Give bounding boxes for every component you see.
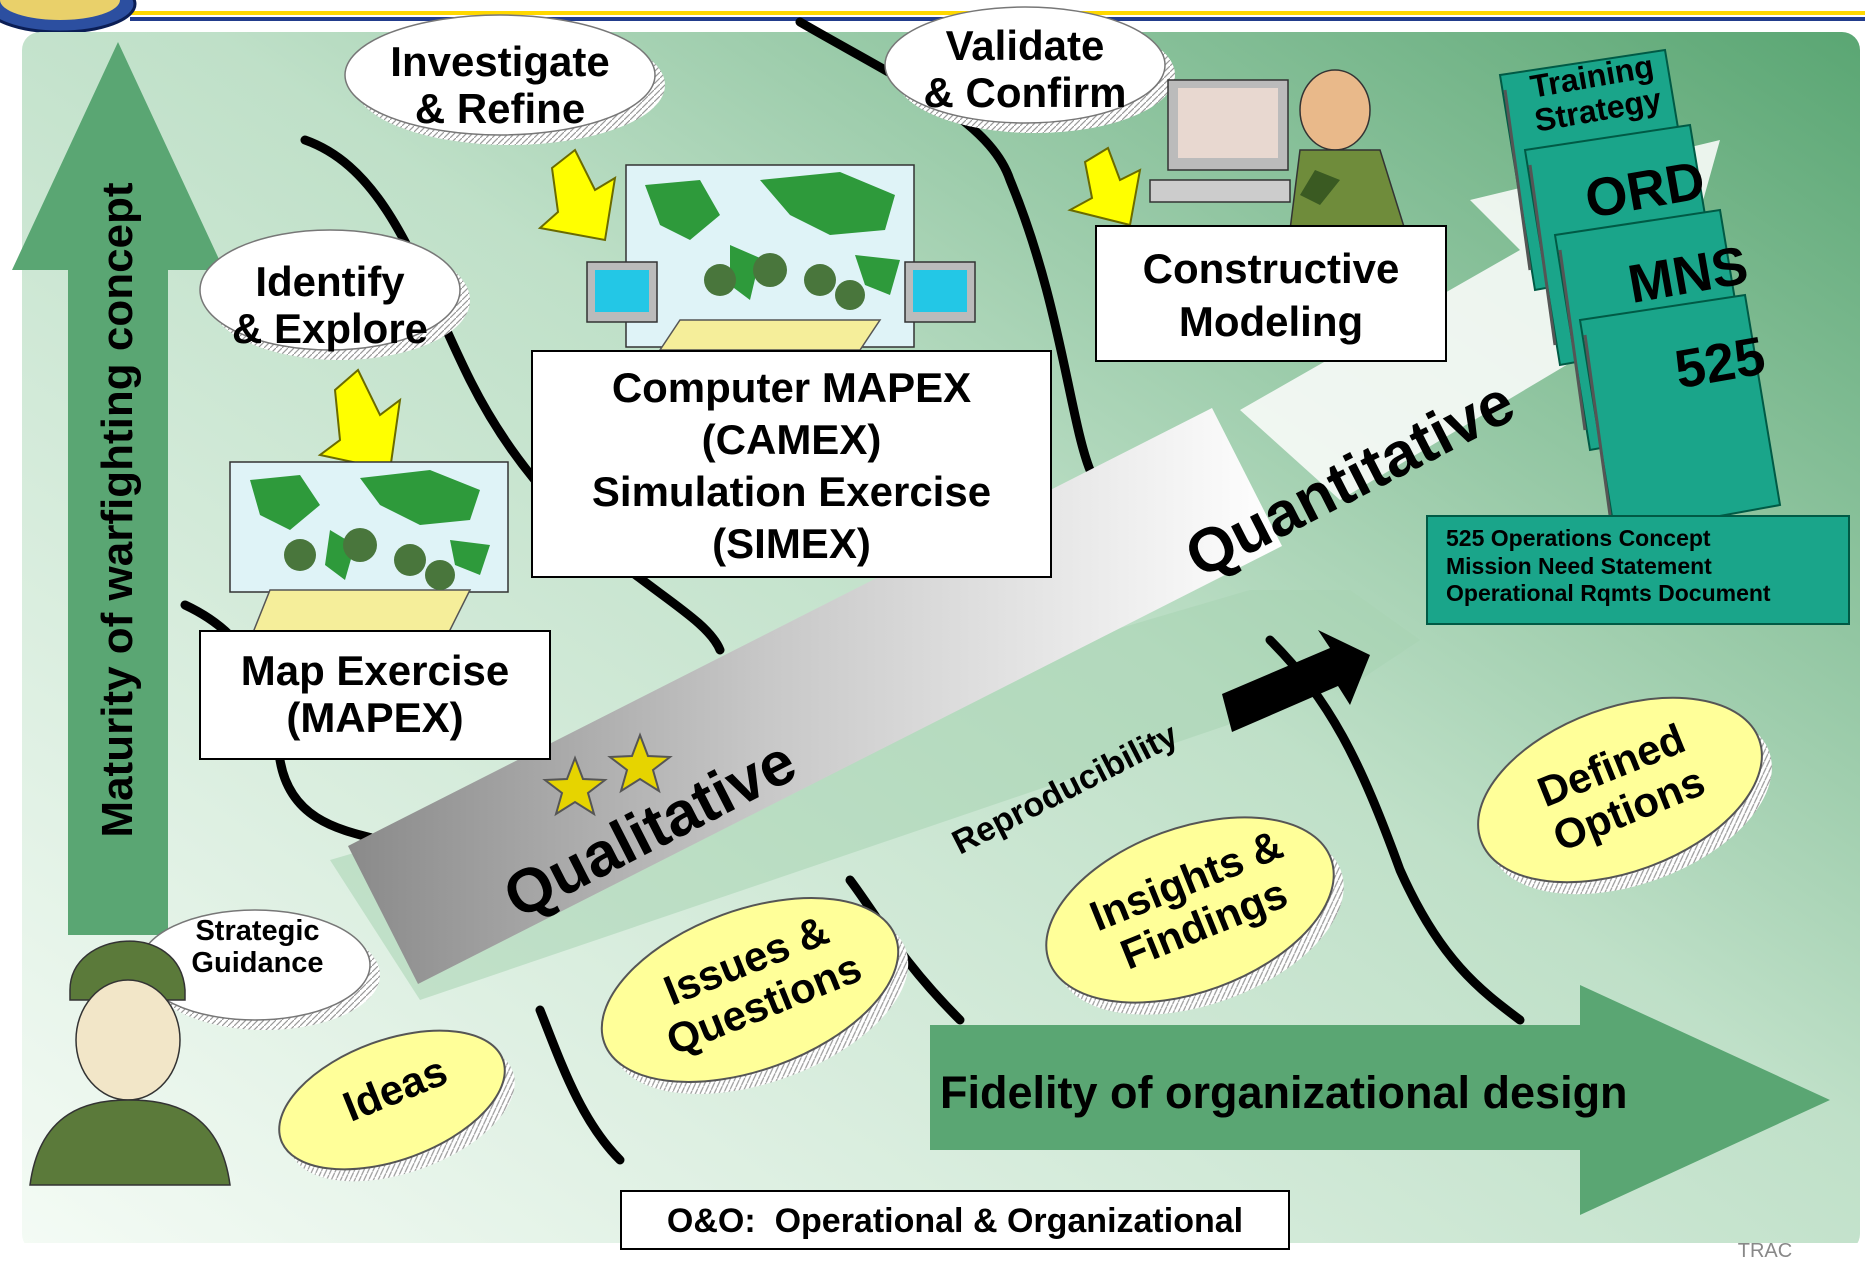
oo-definition-box: O&O: Operational & Organizational bbox=[620, 1190, 1290, 1250]
document-pile bbox=[1498, 48, 1782, 537]
fidelity-arrow bbox=[930, 985, 1830, 1215]
general-portrait-illustration bbox=[29, 940, 231, 1186]
bubble-insights bbox=[1045, 816, 1344, 1015]
legend-item-mns: Mission Need Statement bbox=[1446, 552, 1712, 579]
star-icons bbox=[542, 732, 673, 817]
bubble-options bbox=[1477, 696, 1772, 895]
cloud-validate-text: Validate & Confirm bbox=[923, 22, 1127, 117]
maturity-arrow bbox=[12, 42, 224, 935]
cloud-identify-text: Identify & Explore bbox=[231, 258, 429, 353]
footer-right-text: TRAC bbox=[1737, 1240, 1793, 1262]
bubble-issues bbox=[600, 897, 909, 1094]
legend-item-ord: Operational Rqmts Document bbox=[1446, 580, 1771, 607]
vertical-axis-label: Maturity of warfighting concept bbox=[93, 182, 142, 838]
computer-exercise-illustration bbox=[586, 164, 976, 351]
yellow-pointer-arrows bbox=[317, 146, 1142, 472]
reproducibility-arrow bbox=[1222, 630, 1370, 732]
legend-item-525: 525 Operations Concept bbox=[1446, 525, 1711, 551]
horizontal-axis-label: Fidelity of organizational design bbox=[940, 1067, 1628, 1118]
oo-definition-text: O&O: Operational & Organizational bbox=[666, 1202, 1244, 1240]
document-legend-box: 525 Operations Concept Mission Need Stat… bbox=[1426, 515, 1850, 625]
bubble-ideas bbox=[278, 1029, 515, 1182]
constructive-modeling-box: Constructive Modeling bbox=[1095, 225, 1447, 362]
cloud-investigate bbox=[344, 14, 665, 145]
map-exercise-illustration bbox=[229, 461, 509, 641]
cloud-strategic bbox=[139, 909, 380, 1030]
mapex-box: Map Exercise (MAPEX) bbox=[199, 630, 551, 760]
soldier-at-computer-illustration bbox=[1149, 69, 1407, 231]
cloud-validate bbox=[884, 6, 1175, 133]
mapex-box-text: Map Exercise (MAPEX) bbox=[240, 647, 510, 742]
camex-box: Computer MAPEX (CAMEX) Simulation Exerci… bbox=[531, 350, 1052, 578]
agency-seal-icon bbox=[0, 0, 137, 34]
camex-box-text: Computer MAPEX (CAMEX) Simulation Exerci… bbox=[591, 364, 992, 568]
cloud-investigate-text: Investigate & Refine bbox=[390, 38, 610, 133]
constructive-modeling-text: Constructive Modeling bbox=[1142, 245, 1400, 345]
cloud-identify bbox=[199, 229, 470, 360]
cloud-strategic-text: Strategic Guidance bbox=[191, 915, 324, 980]
